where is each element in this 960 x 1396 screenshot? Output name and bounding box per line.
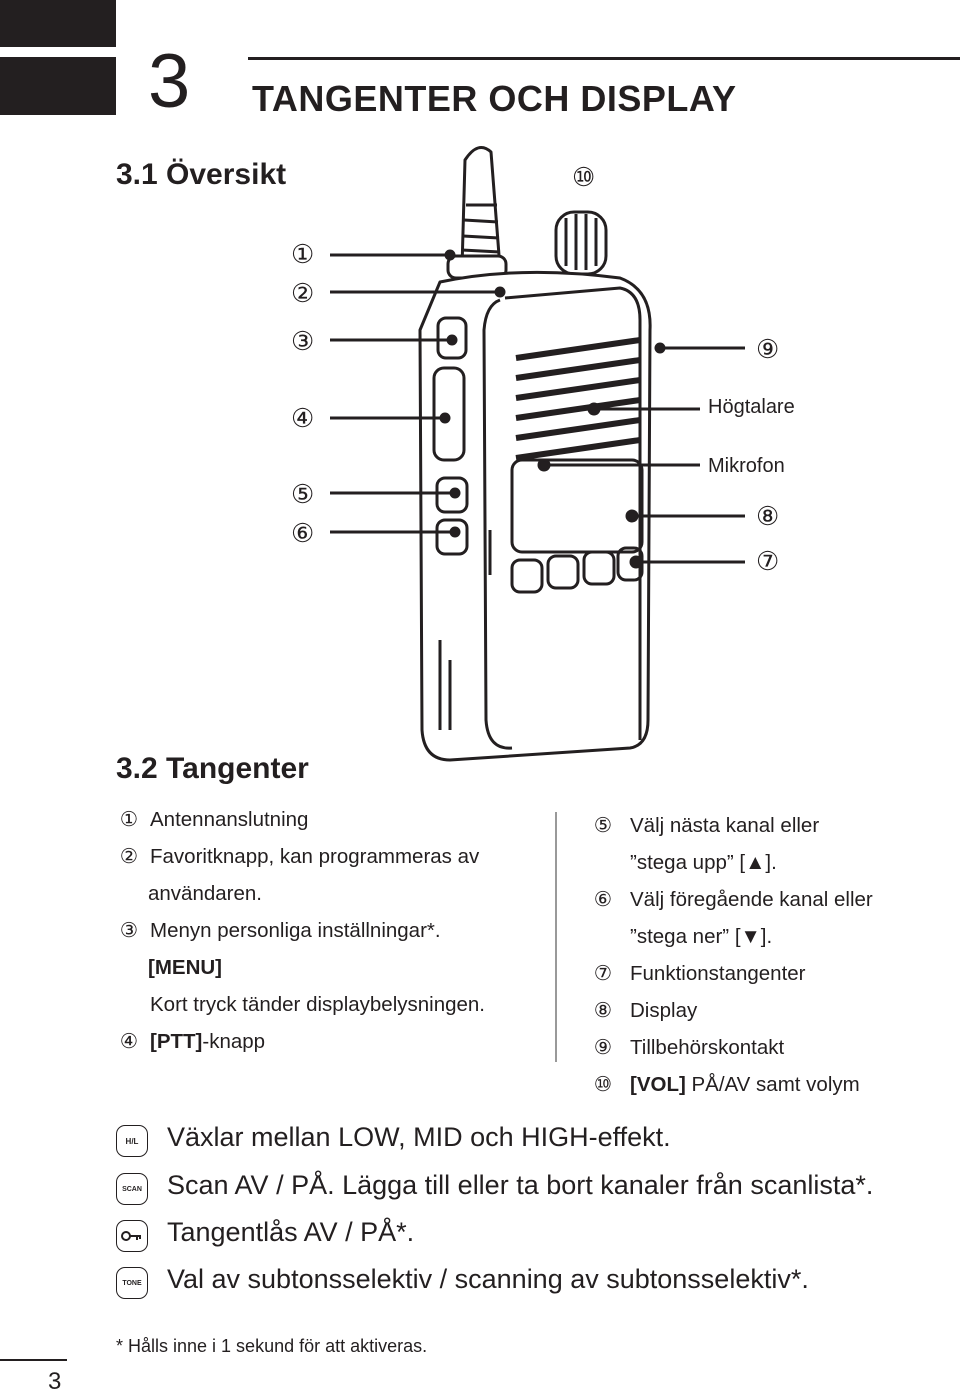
key-hl-description: Växlar mellan LOW, MID och HIGH-effekt.: [167, 1122, 671, 1152]
callout-6: ⑥: [291, 518, 315, 548]
hl-key-icon: H/L: [116, 1125, 148, 1157]
chapter-number: 3: [148, 39, 191, 124]
footnote: * Hålls inne i 1 sekund för att aktivera…: [116, 1336, 428, 1356]
header-rule: [248, 57, 960, 60]
chapter-title: TANGENTER OCH DISPLAY: [252, 78, 737, 119]
scan-key-icon: SCAN: [116, 1173, 148, 1205]
key-scan-description: Scan AV / PÅ. Lägga till eller ta bort k…: [167, 1170, 874, 1200]
callout-7: ⑦: [756, 546, 780, 576]
list-item: ”stega ner” [▼].: [630, 925, 773, 948]
column-divider: [555, 812, 557, 1062]
radio-illustration: [330, 146, 745, 762]
callout-9: ⑨: [756, 334, 780, 364]
list-item: användaren.: [148, 882, 262, 905]
section-title-keys: 3.2 Tangenter: [116, 752, 309, 785]
callout-3: ③: [291, 326, 315, 356]
callout-8: ⑧: [756, 501, 780, 531]
label-speaker: Högtalare: [708, 396, 795, 418]
list-item: ⑩[VOL] PÅ/AV samt volym: [593, 1073, 860, 1096]
list-item: Kort tryck tänder displaybelysningen.: [150, 993, 486, 1016]
key-lock-description: Tangentlås AV / PÅ*.: [167, 1217, 415, 1247]
key-lock-icon: [116, 1220, 148, 1252]
header-bar-top: [0, 0, 116, 47]
label-microphone: Mikrofon: [708, 455, 785, 477]
section-title-overview: 3.1 Översikt: [116, 158, 287, 191]
callout-2: ②: [291, 278, 315, 308]
callout-4: ④: [291, 403, 315, 433]
tone-key-icon: TONE: [116, 1267, 148, 1299]
list-item: ④[PTT]-knapp: [119, 1030, 266, 1053]
callout-5: ⑤: [291, 479, 315, 509]
list-item: [MENU]: [148, 956, 223, 979]
key-tone-description: Val av subtonsselektiv / scanning av sub…: [167, 1264, 809, 1294]
callout-10: ⑩: [572, 162, 596, 192]
footer-rule: [0, 1359, 67, 1361]
list-item: ”stega upp” [▲].: [630, 851, 777, 874]
page-number: 3: [48, 1368, 62, 1395]
callout-1: ①: [291, 239, 315, 269]
header-bar-bottom: [0, 57, 116, 115]
